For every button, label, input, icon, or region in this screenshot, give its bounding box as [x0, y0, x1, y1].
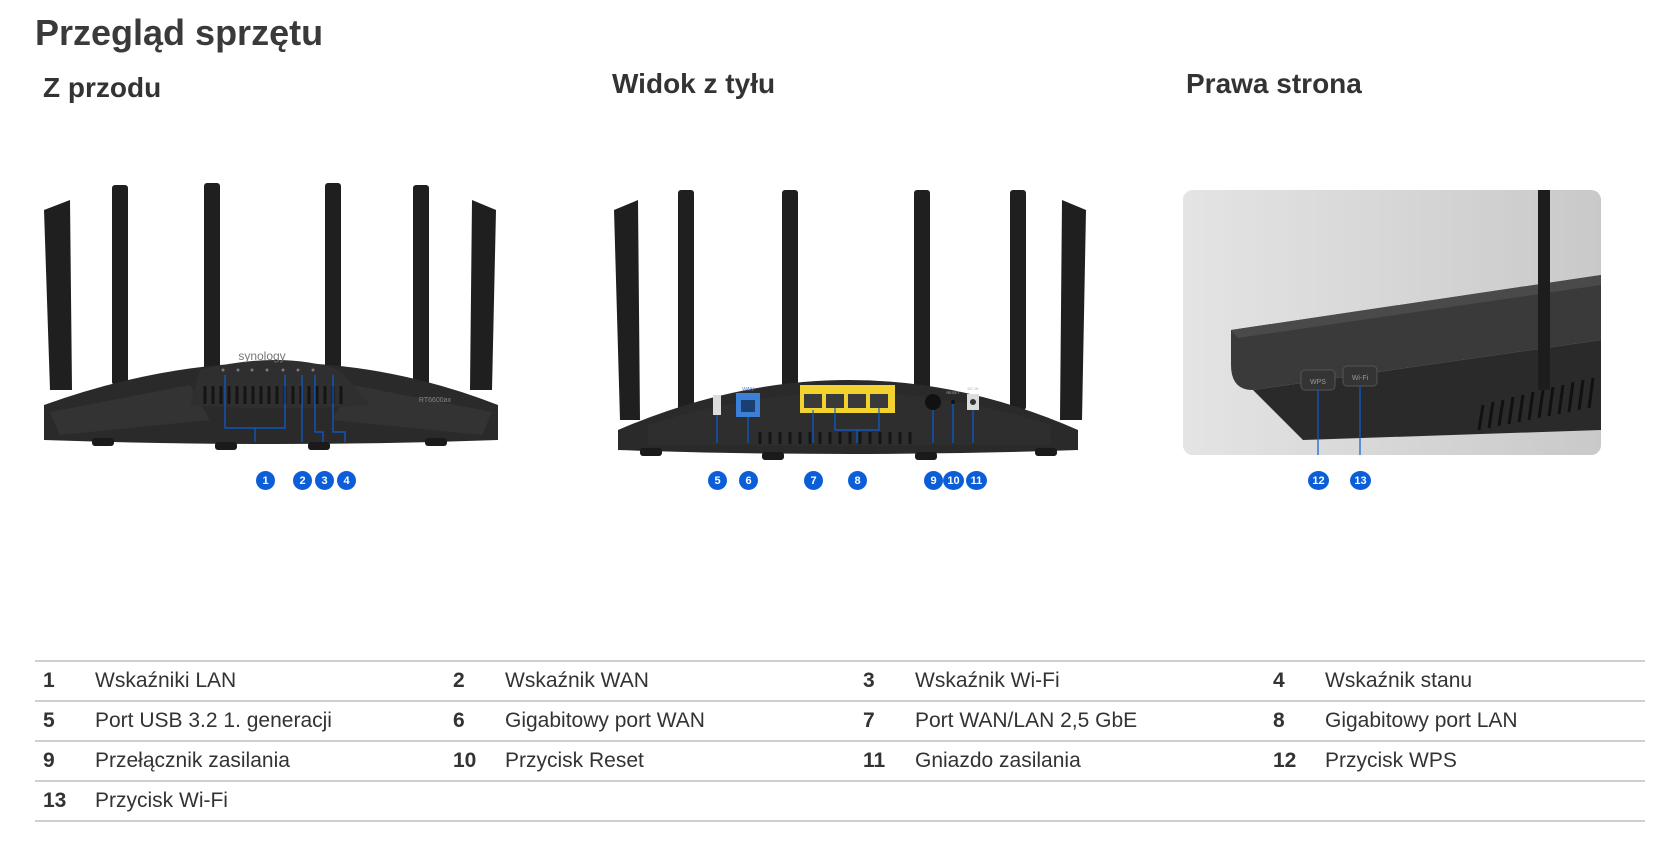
side-view-panel: WPS Wi-Fi: [1183, 190, 1601, 455]
side-view-title: Prawa strona: [1186, 68, 1362, 99]
legend-number: 4: [1265, 660, 1325, 701]
callout-12: 12: [1308, 471, 1329, 490]
side-wps-label: WPS: [1310, 379, 1326, 386]
legend-number: 10: [445, 740, 505, 781]
legend-label: Wskaźnik WAN: [505, 660, 855, 701]
callout-7: 7: [804, 471, 823, 490]
legend-label: Przycisk Reset: [505, 740, 855, 781]
legend-row: 9 Przełącznik zasilania 10 Przycisk Rese…: [35, 740, 1645, 781]
legend-row: 1 Wskaźniki LAN 2 Wskaźnik WAN 3 Wskaźni…: [35, 660, 1645, 701]
legend-label: Wskaźniki LAN: [95, 660, 445, 701]
legend-label: Wskaźnik stanu: [1325, 660, 1645, 701]
page-title: Przegląd sprzętu: [35, 12, 324, 53]
legend-number: 11: [855, 740, 915, 781]
rear-dc-label: DC IN: [968, 386, 979, 391]
callout-13: 13: [1350, 471, 1371, 490]
front-brand-text: synology: [238, 349, 285, 363]
legend-number: 8: [1265, 700, 1325, 741]
callout-3: 3: [315, 471, 334, 490]
legend-label: Port USB 3.2 1. generacji: [95, 700, 445, 741]
legend-label: Przycisk WPS: [1325, 740, 1645, 781]
legend-number: 2: [445, 660, 505, 701]
callout-6: 6: [739, 471, 758, 490]
front-model-text: RT6600ax: [419, 397, 452, 404]
legend-number: 9: [35, 740, 95, 781]
legend-number: 7: [855, 700, 915, 741]
legend-label: Wskaźnik Wi-Fi: [915, 660, 1265, 701]
rear-view-title: Widok z tyłu: [612, 68, 776, 99]
front-view-panel: synology RT6600ax: [40, 180, 520, 490]
legend-number: 3: [855, 660, 915, 701]
rear-view-panel: WAN RESET DC IN: [610, 180, 1090, 490]
callout-4: 4: [337, 471, 356, 490]
front-view-title: Z przodu: [43, 72, 162, 103]
legend-label: Gigabitowy port WAN: [505, 700, 855, 741]
callout-1: 1: [256, 471, 275, 490]
legend-number: 12: [1265, 740, 1325, 781]
rear-wan-label: WAN: [742, 387, 754, 393]
legend-label: Port WAN/LAN 2,5 GbE: [915, 700, 1265, 741]
side-wifi-label: Wi-Fi: [1352, 375, 1369, 382]
side-router-illustration: WPS Wi-Fi: [1183, 190, 1601, 455]
rear-router-illustration: WAN RESET DC IN: [614, 190, 1086, 460]
legend-table: 1 Wskaźniki LAN 2 Wskaźnik WAN 3 Wskaźni…: [35, 660, 1645, 822]
legend-number: 5: [35, 700, 95, 741]
callout-9: 9: [924, 471, 943, 490]
legend-number: 13: [35, 780, 95, 822]
legend-label: Przycisk Wi-Fi: [95, 780, 445, 822]
legend-label: Przełącznik zasilania: [95, 740, 445, 781]
callout-5: 5: [708, 471, 727, 490]
front-router-illustration: synology RT6600ax: [44, 183, 498, 450]
legend-number: 6: [445, 700, 505, 741]
rear-reset-label: RESET: [946, 390, 960, 395]
callout-10: 10: [943, 471, 964, 490]
callout-2: 2: [293, 471, 312, 490]
legend-label: Gniazdo zasilania: [915, 740, 1265, 781]
legend-row: 5 Port USB 3.2 1. generacji 6 Gigabitowy…: [35, 700, 1645, 741]
callout-8: 8: [848, 471, 867, 490]
legend-number: 1: [35, 660, 95, 701]
legend-row: 13 Przycisk Wi-Fi: [35, 780, 1645, 822]
callout-11: 11: [966, 471, 987, 490]
legend-label: Gigabitowy port LAN: [1325, 700, 1645, 741]
